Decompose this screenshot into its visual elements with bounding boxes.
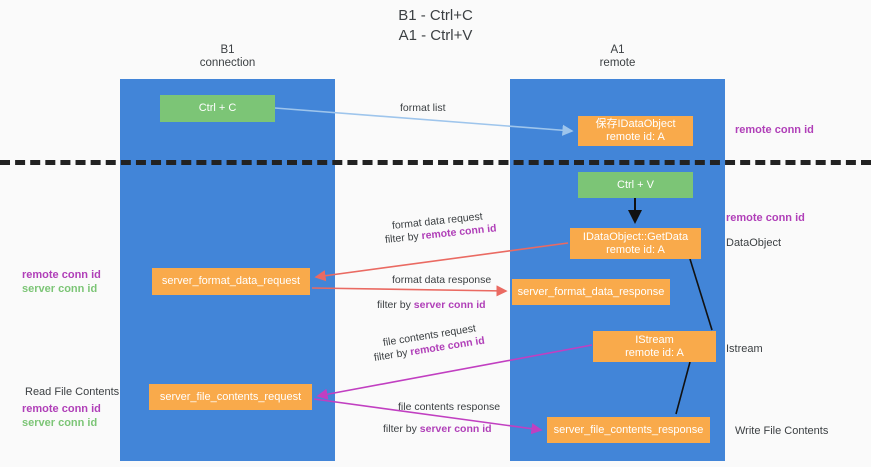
lane-header-b1-role: connection	[199, 57, 256, 69]
filter-prefix: filter by	[383, 423, 420, 435]
node-server-format-data-request[interactable]: server_format_data_request	[152, 268, 310, 295]
annotation-left-conn-ids-mid: remote conn id server conn id	[22, 268, 101, 296]
node-istream-label: IStream	[635, 333, 674, 346]
title-line-2: A1 - Ctrl+V	[398, 27, 473, 44]
edge-format-data-response	[311, 285, 508, 297]
edge-label-file-contents-response: file contents response	[398, 400, 500, 414]
node-server-format-data-response[interactable]: server_format_data_response	[512, 279, 670, 305]
node-save-idataobject-sub: remote id: A	[606, 131, 665, 143]
node-ctrl-v-label: Ctrl + V	[617, 178, 654, 191]
lane-header-b1: B1 connection	[120, 44, 335, 70]
node-save-idataobject-text: 保存IDataObject remote id: A	[595, 118, 675, 144]
lane-header-a1-name: A1	[610, 44, 625, 56]
annotation-read-file-contents: Read File Contents	[25, 386, 120, 398]
node-getdata-label: IDataObject::GetData	[582, 230, 689, 243]
annotation-istream: Istream	[726, 343, 763, 355]
node-server-file-contents-response[interactable]: server_file_contents_response	[547, 417, 710, 443]
filter-key-server-conn-id: server conn id	[413, 299, 486, 311]
node-ctrl-c-label: Ctrl + C	[198, 102, 237, 114]
lane-header-a1: A1 remote	[510, 44, 725, 70]
phase-divider	[0, 160, 871, 165]
annotation-left-server-conn-id-bottom: server conn id	[22, 417, 98, 429]
node-getdata-text: IDataObject::GetData remote id: A	[583, 231, 688, 257]
edge-label-file-contents-response-text: file contents response	[398, 401, 501, 413]
edge-label-format-data-response-text: format data response	[392, 274, 492, 286]
node-server-format-data-request-label: server_format_data_request	[161, 275, 301, 287]
filter-key-server-conn-id: server conn id	[419, 423, 492, 435]
filter-prefix: filter by	[384, 230, 423, 246]
node-server-file-contents-request[interactable]: server_file_contents_request	[149, 384, 312, 410]
title-line-1: B1 - Ctrl+C	[398, 7, 473, 24]
lane-header-b1-name: B1	[220, 44, 235, 56]
node-istream-sub: remote id: A	[625, 346, 684, 359]
edge-label-format-list: format list	[400, 101, 446, 115]
node-istream-text: IStream remote id: A	[625, 334, 684, 360]
edge-label-format-data-response: format data response	[392, 273, 491, 287]
node-getdata[interactable]: IDataObject::GetData remote id: A	[570, 228, 701, 259]
node-save-idataobject[interactable]: 保存IDataObject remote id: A	[578, 116, 693, 146]
edge-label-file-contents-response-filter: filter by server conn id	[383, 422, 492, 436]
annotation-remote-conn-id-mid: remote conn id	[726, 212, 805, 224]
annotation-left-conn-ids-bottom: remote conn id server conn id	[22, 402, 101, 430]
annotation-left-server-conn-id: server conn id	[22, 283, 98, 295]
annotation-dataobject: DataObject	[726, 237, 782, 249]
annotation-left-remote-conn-id: remote conn id	[22, 269, 101, 281]
node-server-file-contents-response-label: server_file_contents_response	[553, 423, 704, 436]
node-ctrl-v[interactable]: Ctrl + V	[578, 172, 693, 198]
node-server-format-data-response-label: server_format_data_response	[517, 285, 665, 298]
lane-header-a1-role: remote	[599, 57, 636, 69]
page-title: B1 - Ctrl+C A1 - Ctrl+V	[0, 6, 871, 46]
node-save-idataobject-label: 保存IDataObject	[595, 118, 676, 130]
annotation-left-remote-conn-id-bottom: remote conn id	[22, 403, 101, 415]
filter-prefix: filter by	[377, 299, 414, 311]
node-getdata-sub: remote id: A	[606, 243, 665, 256]
edge-label-format-list-text: format list	[400, 102, 446, 114]
annotation-write-file-contents: Write File Contents	[735, 425, 829, 437]
filter-prefix: filter by	[373, 346, 412, 364]
node-ctrl-c[interactable]: Ctrl + C	[160, 95, 275, 122]
node-server-file-contents-request-label: server_file_contents_request	[159, 390, 302, 403]
node-istream[interactable]: IStream remote id: A	[593, 331, 716, 362]
edge-label-format-data-response-filter: filter by server conn id	[377, 298, 486, 312]
annotation-remote-conn-id-top: remote conn id	[735, 124, 814, 136]
